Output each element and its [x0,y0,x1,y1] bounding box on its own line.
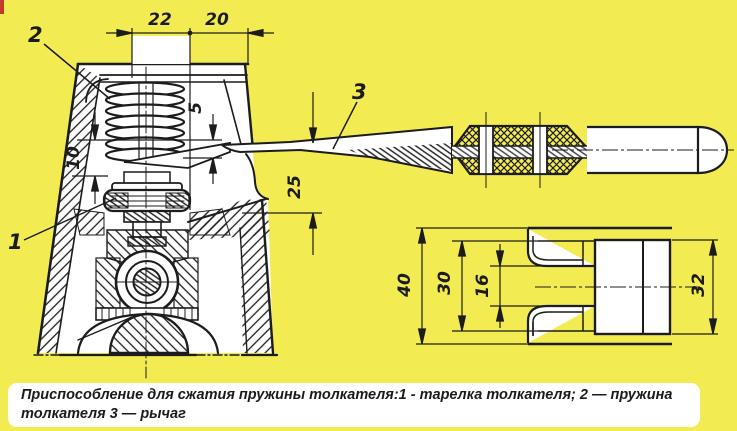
tappet-spring [104,81,186,163]
part-callouts [23,43,358,241]
lever [219,112,734,188]
main-section-view [33,41,292,379]
dim-10: 10 [64,146,84,170]
tappet-plate [102,182,192,213]
dimensions [72,28,718,345]
dim-16: 16 [473,274,493,298]
part-label-1: 1 [8,230,23,254]
caption-line-1: Приспособление для сжатия пружины толкат… [21,387,673,403]
dim-32: 32 [689,273,709,297]
figure-caption: Приспособление для сжатия пружины толкат… [8,383,700,427]
dim-40: 40 [395,273,415,298]
lever-slot-opening [256,153,292,197]
fork-end-view [526,226,700,346]
part-label-2: 2 [28,23,43,47]
cam-lobe [108,312,190,355]
caption-line-2: толкателя 3 — рычаг [21,406,186,422]
part-label-3: 3 [352,80,367,104]
dim-22: 22 [148,10,172,30]
dim-25: 25 [285,175,305,199]
lever-tip [123,141,231,169]
roller [114,249,180,315]
dim-20: 20 [205,10,229,30]
dim-30: 30 [435,271,455,295]
scan-artifact [0,0,4,14]
dim-5: 5 [186,102,206,114]
blade-twist-hatch [348,143,452,171]
